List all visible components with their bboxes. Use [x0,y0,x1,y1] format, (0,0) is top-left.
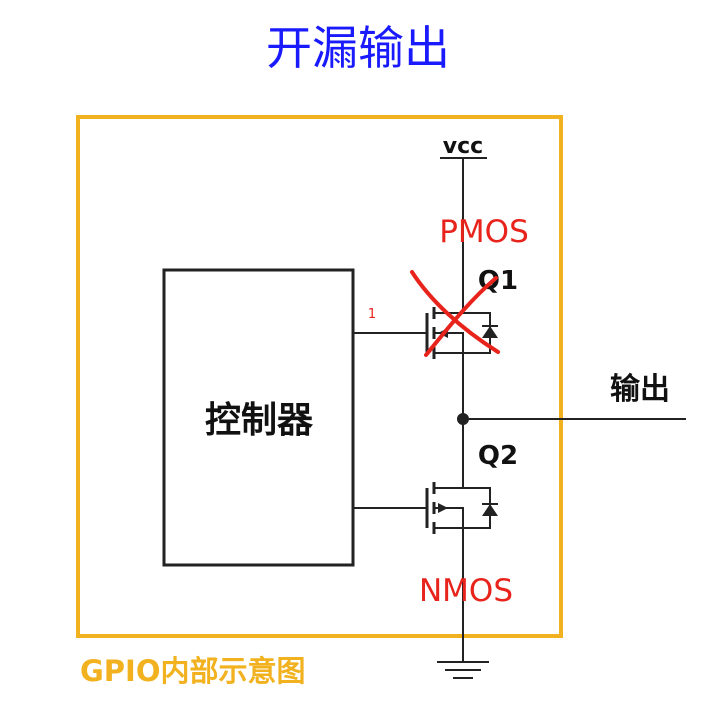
gpio-caption: GPIO内部示意图 [80,654,306,688]
q2-diode-icon [482,504,498,516]
pmos-label: PMOS [439,214,529,250]
output-label: 输出 [610,372,670,407]
q2-mosfet-icon [353,478,498,540]
q1-mosfet-icon [353,305,498,365]
q2-label: Q2 [478,441,518,471]
controller-box [162,268,355,567]
ground-symbol-icon [437,661,489,679]
gpio-frame [76,115,563,638]
cross-out-mark-icon [410,270,500,357]
controller-label: 控制器 [205,400,314,441]
q1-diode-icon [482,326,498,338]
diagram-title: 开漏输出 [266,21,450,75]
controller-block: 控制器 [162,268,355,567]
nmos-label: NMOS [419,573,513,609]
vcc-label: vcc [443,134,483,159]
pin-number: 1 [368,307,376,322]
